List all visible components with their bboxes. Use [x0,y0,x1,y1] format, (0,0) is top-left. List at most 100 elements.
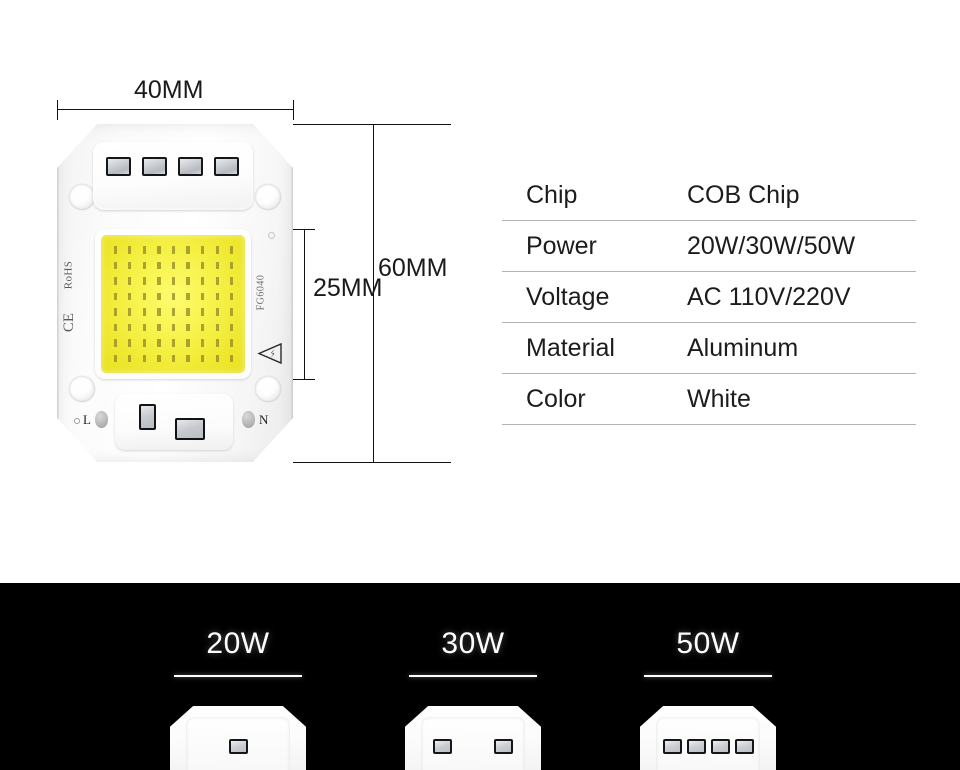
wattage-variant-contact [228,739,248,754]
cob-led-die [215,246,219,254]
wattage-variant-chip [640,706,776,770]
cob-led-die [157,292,161,300]
wattage-variant-contact [494,739,513,754]
wattage-variant-label: 20W [206,627,270,660]
solder-blob-live [95,411,108,428]
wattage-variant-underline [174,675,302,677]
cob-led-die [171,308,176,316]
cob-led-die [186,277,190,285]
cob-led-die [157,277,161,285]
cob-led-die [113,323,117,331]
wattage-variant: 30W [348,583,598,770]
height-dimension-label: 60MM [378,254,448,282]
spec-row: Color White [502,374,916,425]
wattage-variant-contacts [640,739,776,754]
high-voltage-warning-icon [257,342,282,365]
wattage-variant-chip [170,706,306,770]
cob-led-die [113,354,117,362]
cob-led-die [230,261,234,269]
cob-led-die [186,261,190,269]
mounting-hole-top-left [69,184,95,210]
cob-led-die [201,354,205,362]
wattage-variant-contact [662,739,682,754]
dimension-diagram: 40MM 60MM 25MM [0,0,470,583]
vent-dot [268,232,275,239]
solder-blob-neutral [242,411,255,428]
wattage-variant: 50W [583,583,833,770]
cob-led-die [128,261,132,269]
cob-led-die [230,246,234,254]
cob-led-die [171,261,176,269]
cob-led-die [128,354,132,362]
cob-led-die [157,261,161,269]
spec-value: AC 110V/220V [687,282,851,311]
spec-value: Aluminum [687,333,799,362]
cob-led-die [128,292,132,300]
cob-led-die [215,277,219,285]
wattage-variant-contact [433,739,452,754]
cob-led-die-grid [108,242,239,366]
spec-key: Color [526,384,586,413]
cob-led-die [171,246,176,254]
cob-led-die [157,323,161,331]
cob-led-die [171,354,176,362]
wattage-variant-chip [405,706,541,770]
cob-led-die [215,261,219,269]
cob-led-die [113,292,117,300]
spec-value: 20W/30W/50W [687,231,856,260]
cob-led-die [157,354,161,362]
spec-key: Voltage [526,282,610,311]
wattage-variant-contact [710,739,730,754]
cob-led-die [201,261,205,269]
cob-led-die [142,308,146,316]
cob-led-die [142,323,146,331]
polarity-dot [74,418,80,424]
driver-contact-2 [142,157,167,176]
cob-led-die [171,277,176,285]
height-dimension-cap-bottom [364,462,384,463]
width-dimension-line [57,109,293,110]
cob-led-die [142,261,146,269]
wattage-variant-underline [409,675,537,677]
cob-led-die [113,277,117,285]
spec-row: Voltage AC 110V/220V [502,272,916,323]
cob-led-die [157,339,161,347]
emitter-dimension-line [304,229,305,379]
cob-led-die [186,323,190,331]
spec-value: White [687,384,751,413]
cob-led-die [201,292,205,300]
product-spec-panel: 40MM 60MM 25MM [0,0,916,583]
width-dimension-label: 40MM [134,76,204,104]
model-marking: FG6040 [255,274,267,311]
emitter-dimension-label: 25MM [313,274,383,302]
cob-led-die [113,308,117,316]
driver-contact-1 [106,157,131,176]
cob-led-die [201,323,205,331]
terminal-pad-live [139,404,156,430]
terminal-housing-bottom [115,394,233,450]
cob-led-die [142,292,146,300]
cob-led-die [113,246,117,254]
width-dimension-cap-left [57,100,58,120]
cob-led-die [157,308,161,316]
cob-led-die [201,339,205,347]
height-dimension-line [373,124,374,462]
cob-led-die [230,354,234,362]
cob-led-die [128,323,132,331]
cob-led-die [128,308,132,316]
cob-led-die [142,354,146,362]
mounting-hole-bottom-right [255,376,281,402]
wattage-variant-label: 50W [676,627,740,660]
driver-housing-top [93,142,253,210]
terminal-label-live: L [83,412,91,427]
cob-led-die [230,339,234,347]
cob-led-die [215,292,219,300]
cob-led-die [128,339,132,347]
cob-led-die [157,246,161,254]
cob-led-die [186,354,190,362]
cob-led-die [230,323,234,331]
cob-phosphor-surface [101,235,245,373]
cob-led-die [171,339,176,347]
cob-led-die [113,261,117,269]
